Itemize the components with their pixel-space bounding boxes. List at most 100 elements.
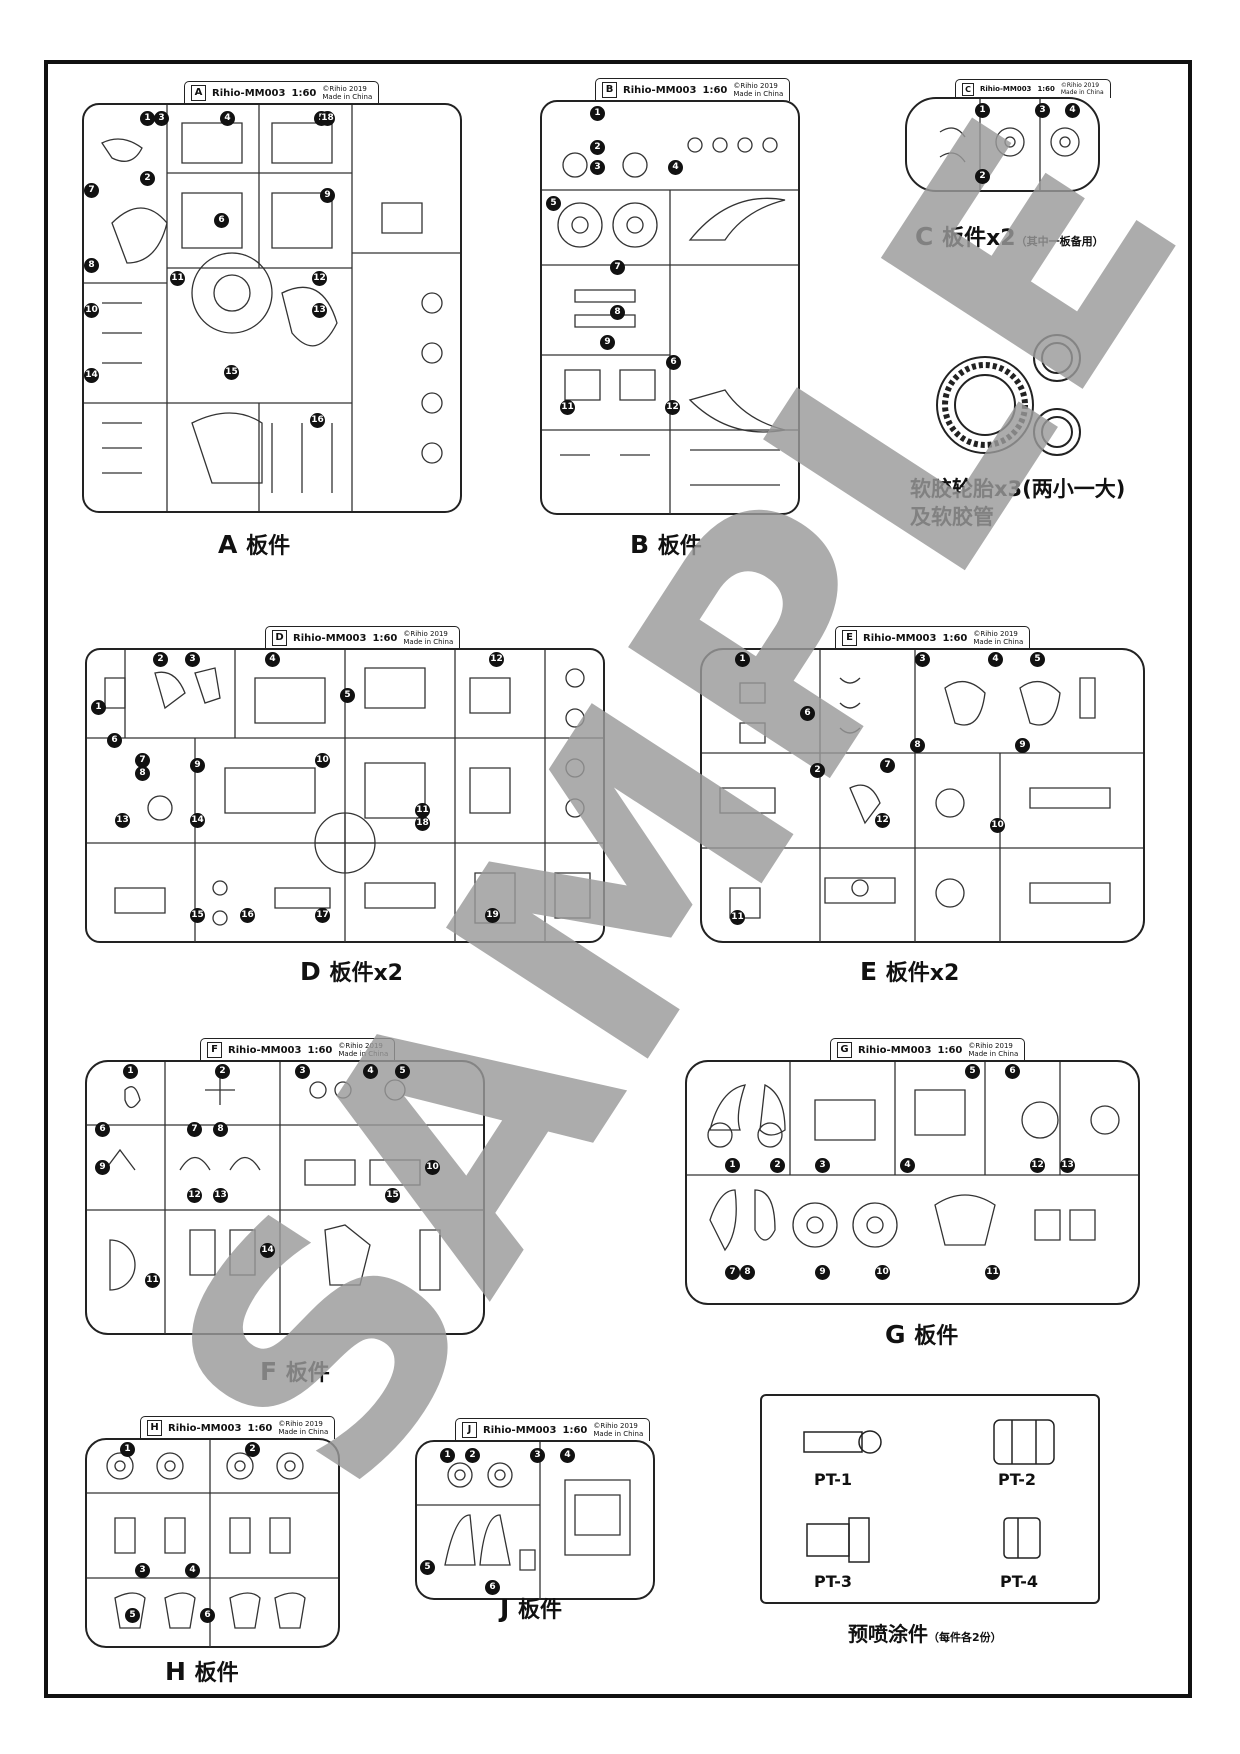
runner-j-drawing [415,1440,655,1600]
part-number-a: 16 [310,413,325,428]
part-number-e: 11 [730,910,745,925]
pt-3-label: PT-3 [814,1572,853,1591]
runner-c-caption: C 板件x2（其中一板备用） [915,222,1104,251]
runner-scale: 1:60 [291,87,317,99]
runner-h-caption: H 板件 [165,1657,239,1686]
runner-g-caption: G 板件 [885,1320,959,1349]
part-number-g: 2 [770,1158,785,1173]
part-number-h: 5 [125,1608,140,1623]
part-number-b: 5 [546,196,561,211]
part-number-j: 5 [420,1560,435,1575]
part-number-g: 10 [875,1265,890,1280]
part-number-f: 13 [213,1188,228,1203]
part-number-b: 11 [560,400,575,415]
part-number-a: 12 [312,271,327,286]
page-frame [44,60,1192,1698]
runner-model: Rihio-MM003 [212,87,286,99]
part-number-b: 3 [590,160,605,175]
part-number-b: 8 [610,305,625,320]
prepainted-parts-box: PT-1 PT-2 PT-3 PT-4 [760,1394,1100,1604]
part-number-e: 9 [1015,738,1030,753]
part-number-j: 2 [465,1448,480,1463]
part-number-d: 12 [489,652,504,667]
runner-e-drawing [700,648,1145,943]
pt-4-label: PT-4 [1000,1572,1039,1591]
part-number-d: 9 [190,758,205,773]
part-number-d: 17 [315,908,330,923]
part-number-d: 1 [91,700,106,715]
part-number-d: 15 [190,908,205,923]
part-number-a: 14 [84,368,99,383]
part-number-d: 14 [190,813,205,828]
part-number-j: 1 [440,1448,455,1463]
part-number-d: 13 [115,813,130,828]
part-number-f: 3 [295,1064,310,1079]
part-number-e: 4 [988,652,1003,667]
part-number-f: 14 [260,1243,275,1258]
part-number-a: 11 [170,271,185,286]
part-number-d: 11 [415,803,430,818]
part-number-d: 5 [340,688,355,703]
part-number-h: 2 [245,1442,260,1457]
part-number-b: 7 [610,260,625,275]
part-number-a: 6 [214,213,229,228]
part-number-b: 6 [666,355,681,370]
pt-1-label: PT-1 [814,1470,853,1489]
runner-letter: A [191,85,206,101]
part-number-h: 1 [120,1442,135,1457]
runner-d-caption: D 板件x2 [300,957,403,986]
part-number-b: 4 [668,160,683,175]
part-number-h: 6 [200,1608,215,1623]
part-number-j: 6 [485,1580,500,1595]
part-number-f: 4 [363,1064,378,1079]
part-number-f: 12 [187,1188,202,1203]
part-number-d: 2 [153,652,168,667]
part-number-a: 1 [140,111,155,126]
part-number-e: 12 [875,813,890,828]
part-number-c: 2 [975,169,990,184]
part-number-g: 6 [1005,1064,1020,1079]
part-number-a: 10 [84,303,99,318]
part-number-d: 8 [135,766,150,781]
part-number-a: 2 [140,171,155,186]
part-number-f: 11 [145,1273,160,1288]
part-number-b: 12 [665,400,680,415]
part-number-e: 3 [915,652,930,667]
part-number-d: 7 [135,753,150,768]
part-number-d: 19 [485,908,500,923]
part-number-g: 4 [900,1158,915,1173]
part-number-g: 12 [1030,1158,1045,1173]
part-number-a: 3 [154,111,169,126]
part-number-h: 3 [135,1563,150,1578]
part-number-e: 1 [735,652,750,667]
part-number-e: 7 [880,758,895,773]
part-number-a: 8 [84,258,99,273]
part-number-c: 3 [1035,103,1050,118]
part-number-f: 10 [425,1160,440,1175]
runner-a-drawing [82,103,462,513]
prepainted-parts-drawing [803,1419,1055,1563]
part-number-g: 7 [725,1265,740,1280]
part-number-d: 18 [415,816,430,831]
part-number-g: 3 [815,1158,830,1173]
part-number-e: 10 [990,818,1005,833]
part-number-f: 6 [95,1122,110,1137]
part-number-a: 9 [320,188,335,203]
part-number-e: 5 [1030,652,1045,667]
pt-2-label: PT-2 [998,1470,1037,1489]
part-number-a: 18 [320,111,335,126]
part-number-g: 5 [965,1064,980,1079]
